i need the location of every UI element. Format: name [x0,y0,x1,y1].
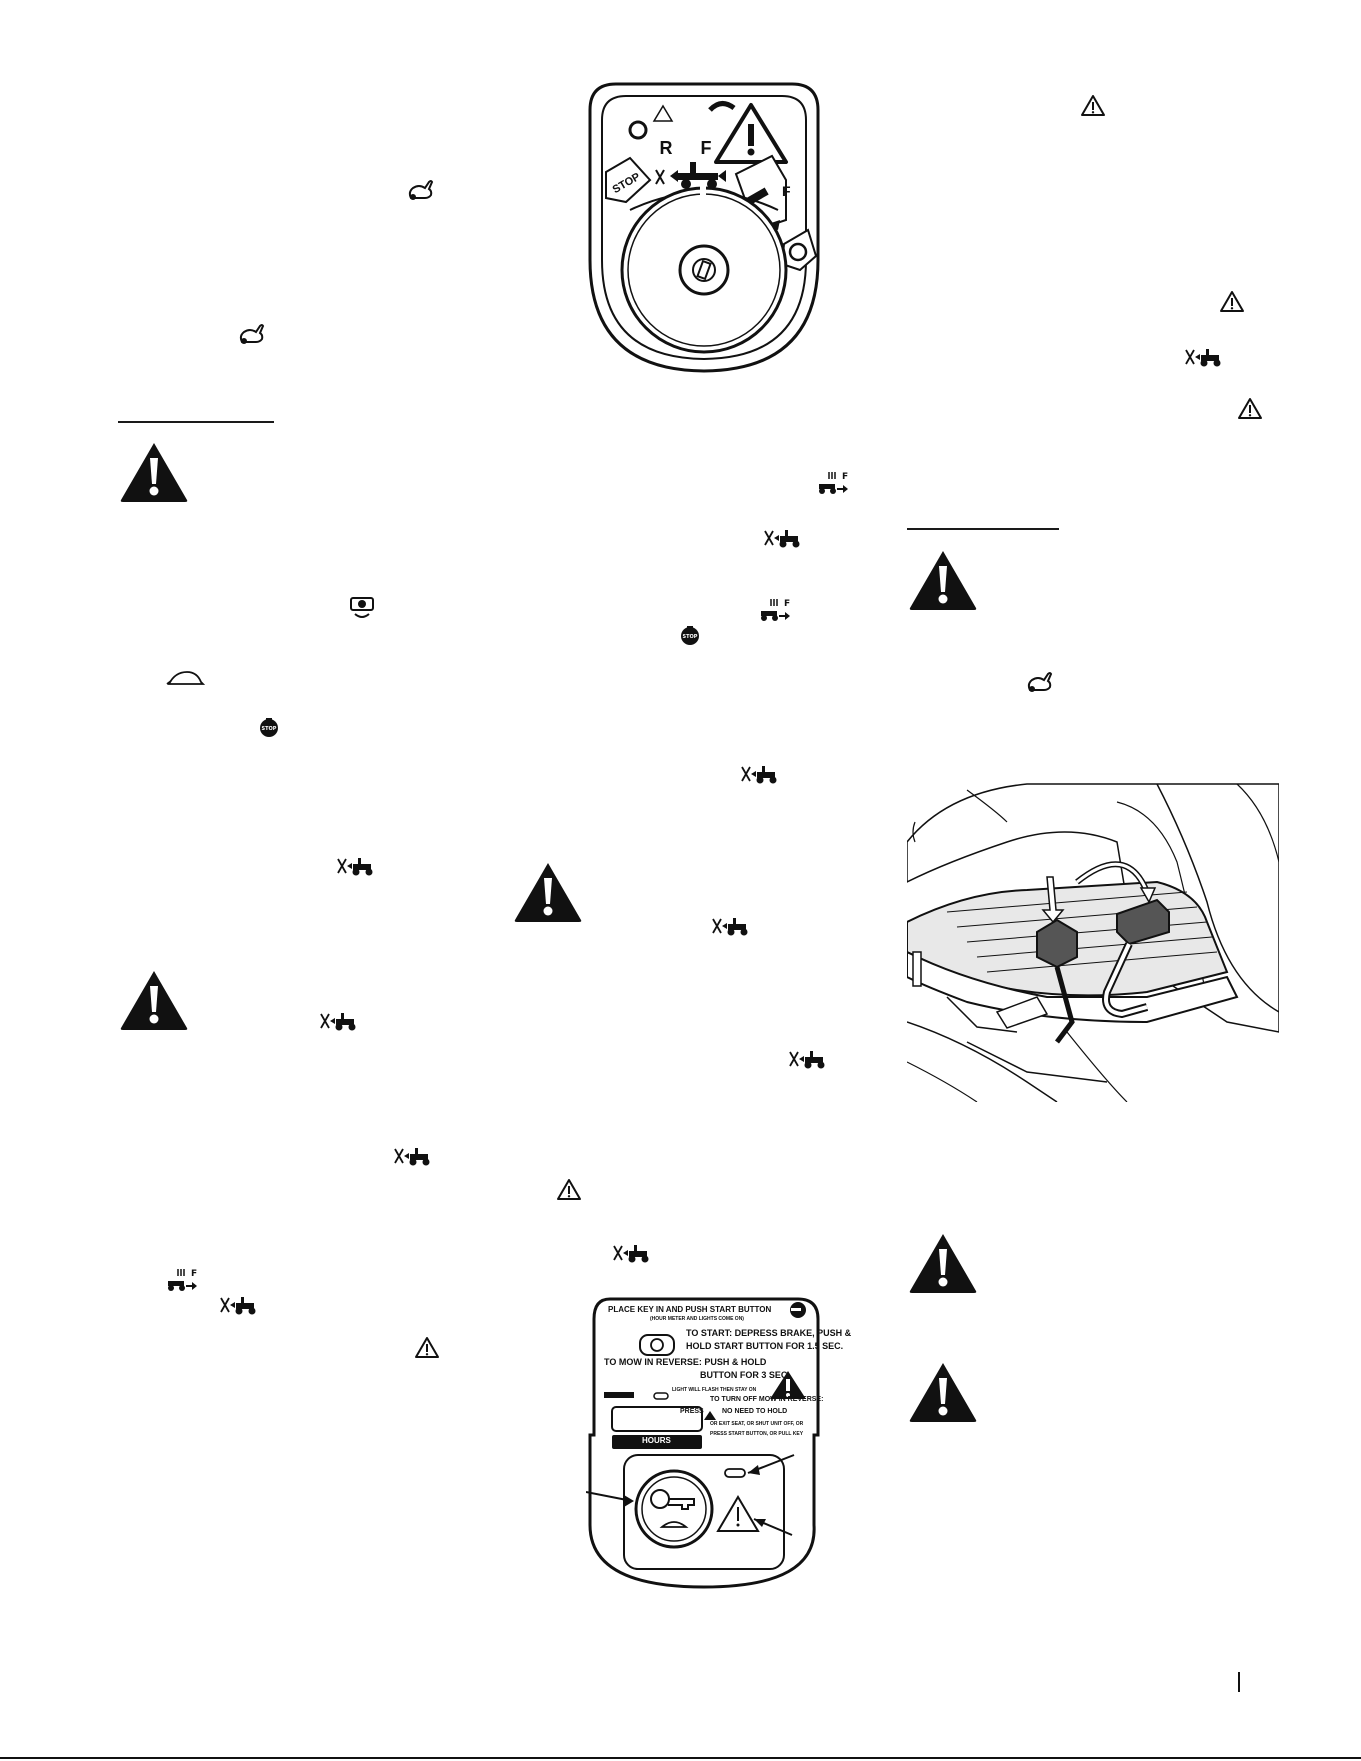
mow-forward-icon [759,597,793,623]
warning-icon [907,548,979,612]
instruction-line-2: TO START: DEPRESS BRAKE, PUSH & [686,1328,852,1338]
turn-off-line-3: OR EXIT SEAT, OR SHUT UNIT OFF, OR [710,1421,804,1427]
mow-in-reverse-icon [1184,346,1224,368]
stop-icon [679,624,701,646]
rabbit-icon [405,178,435,204]
turn-off-line-2b: NO NEED TO HOLD [722,1408,788,1415]
warning-icon [118,440,190,504]
mow-in-reverse-icon [319,1010,359,1032]
warning-small-icon [556,1178,582,1202]
mow-in-reverse-icon [788,1048,828,1070]
mow-in-reverse-icon [763,527,803,549]
instruction-line-1-sub: (HOUR METER AND LIGHTS COME ON) [650,1316,744,1322]
brake-pedal-illustration [907,783,1279,1102]
footer-rule [0,1757,1361,1759]
hours-label: HOURS [642,1436,671,1445]
warning-icon [512,860,584,924]
warning-small-icon [1080,94,1106,118]
mow-in-reverse-icon [740,763,780,785]
mow-forward-icon [817,470,851,496]
turn-off-line-4: PRESS START BUTTON, OR PULL KEY [710,1431,804,1437]
turtle-icon [165,668,205,690]
instruction-line-5-sub: LIGHT WILL FLASH THEN STAY ON [672,1387,757,1393]
instruction-line-3: HOLD START BUTTON FOR 1.5 SEC. [686,1341,844,1351]
warning-small-icon [1219,290,1245,314]
mow-in-reverse-icon [711,915,751,937]
instruction-line-4: TO MOW IN REVERSE: PUSH & HOLD [604,1357,767,1367]
turn-off-line-2a: PRESS [680,1408,704,1415]
gear-f-label: F [701,138,712,158]
turn-off-line-1: TO TURN OFF MOW IN REVERSE: [710,1396,824,1403]
warning-small-icon [1237,397,1263,421]
warning-icon [118,968,190,1032]
ignition-switch-panel: R F STOP F [588,82,820,373]
instruction-line-1: PLACE KEY IN AND PUSH START BUTTON [608,1305,772,1314]
gear-r-label: R [660,138,673,158]
rabbit-icon [236,322,266,348]
mow-in-reverse-icon [393,1145,433,1167]
mow-in-reverse-icon [336,855,376,877]
pto-engage-icon [349,594,375,620]
mow-in-reverse-icon [219,1294,259,1316]
rabbit-icon [1024,670,1054,696]
mow-f-label: F [782,183,791,199]
mow-forward-icon [166,1267,200,1293]
warning-small-icon [414,1336,440,1360]
warning-icon [907,1231,979,1295]
page-number-marker [1238,1672,1240,1692]
mow-in-reverse-icon [612,1242,652,1264]
start-instructions-panel: PLACE KEY IN AND PUSH START BUTTON (HOUR… [586,1295,851,1591]
warning-icon [907,1360,979,1424]
section-divider [118,421,274,423]
section-divider [907,528,1059,530]
instruction-line-5: BUTTON FOR 3 SEC. [700,1370,790,1380]
stop-icon [258,716,280,738]
